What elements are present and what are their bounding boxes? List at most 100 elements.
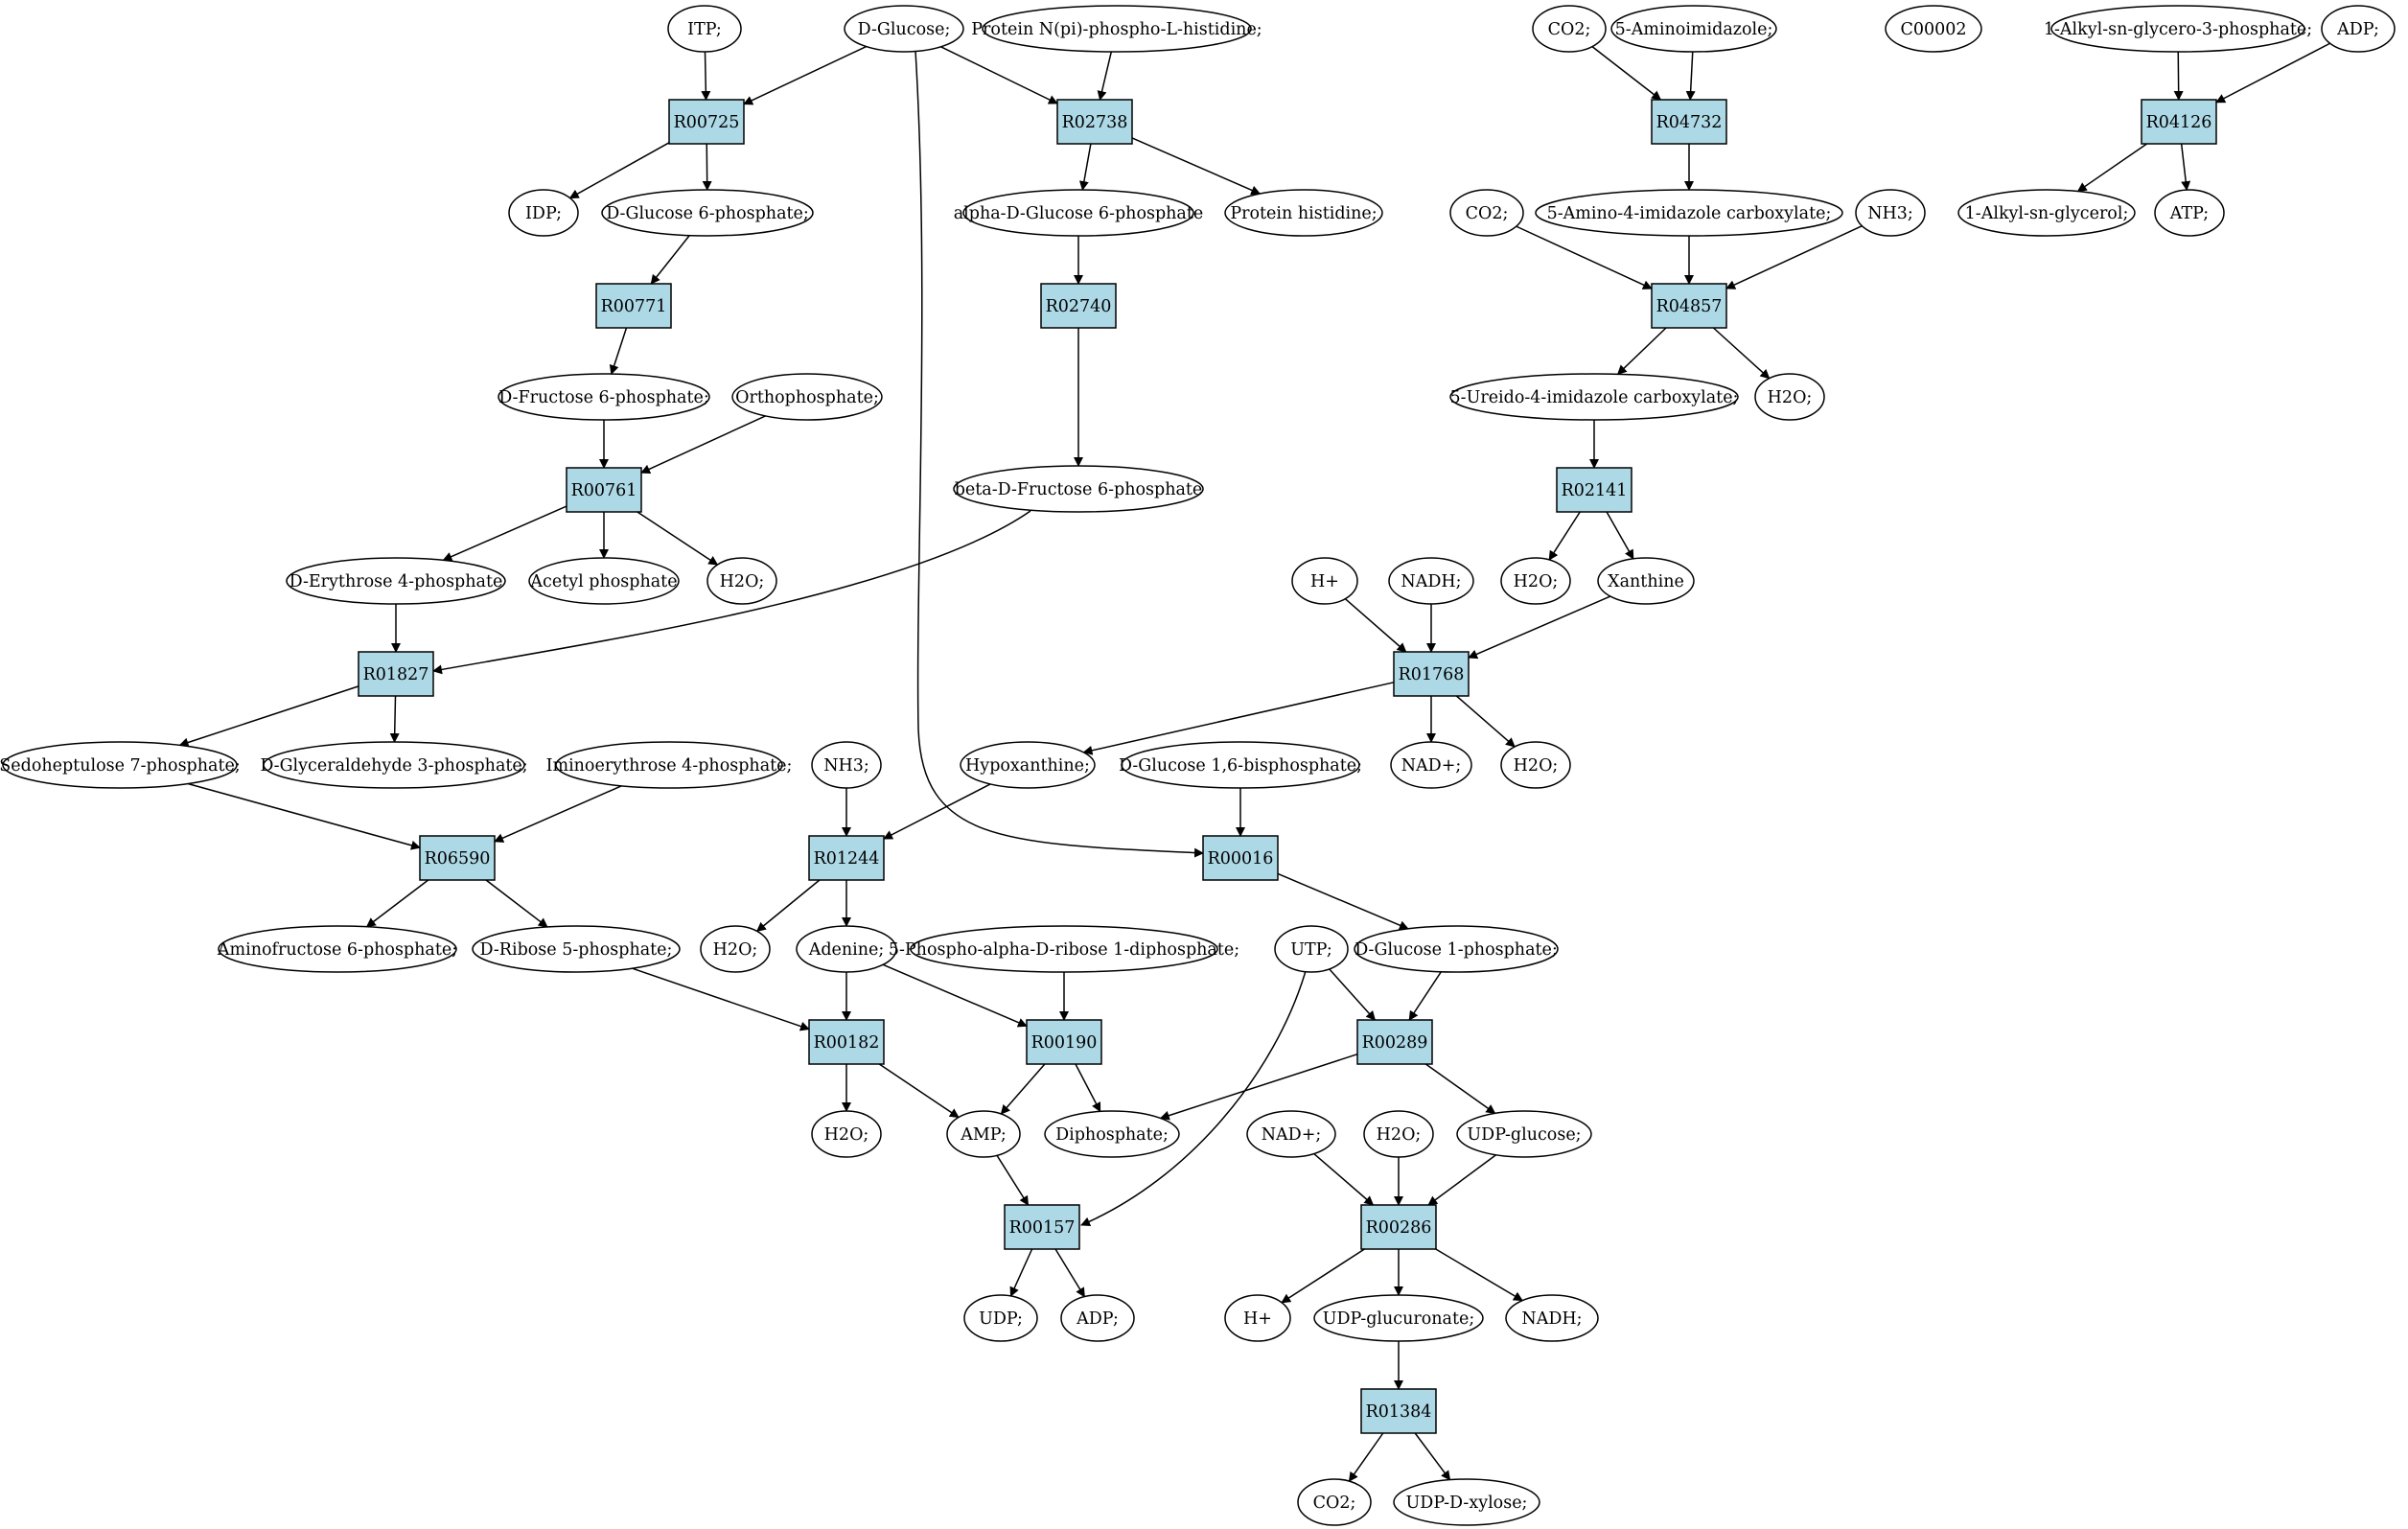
reaction-r00182[interactable]: R00182 — [808, 1019, 885, 1065]
reaction-r02141[interactable]: R02141 — [1556, 467, 1632, 513]
metabolite-co2-c[interactable]: CO2; — [1297, 1478, 1372, 1526]
metabolite-label: 5-Ureido-4-imidazole carboxylate; — [1450, 388, 1739, 407]
metabolite-label: H2O; — [1514, 756, 1559, 776]
edge-r00286-to-h_b — [1281, 1248, 1365, 1304]
metabolite-co2-b[interactable]: CO2; — [1449, 189, 1524, 237]
metabolite-h2o-a[interactable]: H2O; — [1754, 373, 1825, 421]
metabolite-erythrose-4p[interactable]: D-Erythrose 4-phosphate — [286, 557, 506, 605]
metabolite-alkyl-glycerophosphate[interactable]: 1-Alkyl-sn-glycero-3-phosphate; — [2044, 5, 2312, 53]
metabolite-label: NADH; — [1401, 572, 1461, 591]
metabolite-sedoheptulose-7p[interactable]: Sedoheptulose 7-phosphate; — [0, 741, 241, 789]
metabolite-h2o-b[interactable]: H2O; — [706, 557, 777, 605]
edge-iminoerythrose_4p-to-r06590 — [494, 785, 622, 843]
reaction-r02740[interactable]: R02740 — [1040, 283, 1117, 329]
reaction-r02738[interactable]: R02738 — [1056, 99, 1133, 145]
reaction-r00157[interactable]: R00157 — [1004, 1204, 1080, 1250]
metabolite-alkyl-glycerol[interactable]: 1-Alkyl-sn-glycerol; — [1957, 189, 2136, 237]
edge-sedoheptulose_7p-to-r06590 — [187, 782, 421, 850]
metabolite-aminofructose-6p[interactable]: Aminofructose 6-phosphate; — [217, 925, 457, 973]
metabolite-nh3-b[interactable]: NH3; — [811, 741, 882, 789]
metabolite-alpha-glucose-6p[interactable]: alpha-D-Glucose 6-phosphate — [954, 189, 1204, 237]
metabolite-acetyl-phosphate[interactable]: Acetyl phosphate — [528, 557, 680, 605]
metabolite-label: C00002 — [1900, 20, 1966, 39]
metabolite-h2o-g[interactable]: H2O; — [1363, 1110, 1434, 1158]
metabolite-label: D-Glucose; — [858, 20, 951, 39]
metabolite-label: AMP; — [960, 1125, 1007, 1145]
metabolite-atp[interactable]: ATP; — [2154, 189, 2225, 237]
metabolite-h-b[interactable]: H+ — [1224, 1294, 1291, 1342]
metabolite-nad-b[interactable]: NAD+; — [1246, 1110, 1336, 1158]
reaction-r00289[interactable]: R00289 — [1356, 1019, 1433, 1065]
metabolite-orthophosphate[interactable]: Orthophosphate; — [731, 373, 883, 421]
metabolite-ribose-5p[interactable]: D-Ribose 5-phosphate; — [472, 925, 681, 973]
metabolite-udp-glucuronate[interactable]: UDP-glucuronate; — [1313, 1294, 1484, 1342]
reaction-shape — [2141, 99, 2217, 145]
metabolite-hypoxanthine[interactable]: Hypoxanthine; — [960, 741, 1096, 789]
metabolite-d-glucose[interactable]: D-Glucose; — [844, 5, 964, 53]
reaction-r00190[interactable]: R00190 — [1026, 1019, 1102, 1065]
metabolite-adenine[interactable]: Adenine; — [796, 925, 897, 973]
metabolite-beta-fructose-6p[interactable]: beta-D-Fructose 6-phosphate — [953, 465, 1204, 513]
edge-r01827-to-glyceraldehyde_3p — [389, 695, 400, 743]
metabolite-d-glucose-6p[interactable]: D-Glucose 6-phosphate; — [601, 189, 814, 237]
metabolite-label: H+ — [1310, 572, 1339, 591]
reaction-shape — [1056, 99, 1133, 145]
reaction-label: R06590 — [425, 849, 491, 869]
metabolite-protein-histidine[interactable]: Protein histidine; — [1224, 189, 1383, 237]
metabolite-amino-imidazole-carboxylate[interactable]: 5-Amino-4-imidazole carboxylate; — [1535, 189, 1843, 237]
metabolite-label: beta-D-Fructose 6-phosphate — [955, 480, 1203, 499]
reaction-r00286[interactable]: R00286 — [1360, 1204, 1437, 1250]
metabolite-diphosphate[interactable]: Diphosphate; — [1044, 1110, 1180, 1158]
metabolite-glucose-1p[interactable]: D-Glucose 1-phosphate; — [1354, 925, 1559, 973]
metabolite-glucose-16bp[interactable]: D-Glucose 1,6-bisphosphate; — [1119, 741, 1362, 789]
metabolite-h2o-d[interactable]: H2O; — [1500, 741, 1571, 789]
reaction-r00016[interactable]: R00016 — [1202, 835, 1279, 881]
reaction-r01827[interactable]: R01827 — [358, 651, 434, 697]
reaction-r00771[interactable]: R00771 — [595, 283, 672, 329]
metabolite-fructose-6p[interactable]: D-Fructose 6-phosphate; — [498, 373, 710, 421]
metabolite-itp[interactable]: ITP; — [667, 5, 742, 53]
edge-d_glucose_6p-to-r00771 — [650, 235, 690, 285]
reaction-r06590[interactable]: R06590 — [419, 835, 496, 881]
reaction-r01384[interactable]: R01384 — [1360, 1388, 1437, 1434]
reaction-r00725[interactable]: R00725 — [668, 99, 745, 145]
edge-r02141-to-xanthine — [1606, 511, 1634, 560]
metabolite-glyceraldehyde-3p[interactable]: D-Glyceraldehyde 3-phosphate; — [260, 741, 528, 789]
metabolite-h-a[interactable]: H+ — [1291, 557, 1358, 605]
metabolite-iminoerythrose-4p[interactable]: Iminoerythrose 4-phosphate; — [546, 741, 793, 789]
reaction-r04857[interactable]: R04857 — [1651, 283, 1727, 329]
metabolite-nh3-a[interactable]: NH3; — [1855, 189, 1926, 237]
edge-r02738-to-alpha_glucose_6p — [1078, 143, 1092, 191]
metabolite-ureido-imidazole-carboxylate[interactable]: 5-Ureido-4-imidazole carboxylate; — [1449, 373, 1739, 421]
metabolite-prpp[interactable]: 5-Phospho-alpha-D-ribose 1-diphosphate; — [889, 925, 1239, 973]
metabolite-idp[interactable]: IDP; — [508, 189, 579, 237]
metabolite-shape — [962, 189, 1194, 237]
metabolite-udp-xylose[interactable]: UDP-D-xylose; — [1393, 1478, 1540, 1526]
metabolite-nad-a[interactable]: NAD+; — [1390, 741, 1472, 789]
metabolite-utp[interactable]: UTP; — [1274, 925, 1349, 973]
edge-r04857-to-ureido_imidazole_carboxylate — [1616, 327, 1667, 376]
metabolite-h2o-e[interactable]: H2O; — [700, 925, 771, 973]
metabolite-protein-phosphohistidine[interactable]: Protein N(pi)-phospho-L-histidine; — [971, 5, 1262, 53]
metabolite-nadh-b[interactable]: NADH; — [1505, 1294, 1599, 1342]
edge-r00190-to-diphosphate — [1075, 1063, 1101, 1113]
metabolite-h2o-f[interactable]: H2O; — [811, 1110, 882, 1158]
metabolite-label: Xanthine — [1608, 572, 1684, 591]
reaction-r01768[interactable]: R01768 — [1393, 651, 1470, 697]
metabolite-udp-glucose[interactable]: UDP-glucose; — [1456, 1110, 1592, 1158]
metabolite-nadh-a[interactable]: NADH; — [1388, 557, 1474, 605]
metabolite-xanthine[interactable]: Xanthine — [1597, 557, 1695, 605]
metabolite-c00002[interactable]: C00002 — [1885, 5, 1982, 53]
metabolite-adp-a[interactable]: ADP; — [2321, 5, 2396, 53]
metabolite-udp[interactable]: UDP; — [963, 1294, 1038, 1342]
metabolite-amp[interactable]: AMP; — [946, 1110, 1021, 1158]
reaction-r01244[interactable]: R01244 — [808, 835, 885, 881]
reaction-r04732[interactable]: R04732 — [1651, 99, 1727, 145]
metabolite-h2o-c[interactable]: H2O; — [1500, 557, 1571, 605]
metabolite-aminoimidazole[interactable]: 5-Aminoimidazole; — [1610, 5, 1777, 53]
metabolite-shape — [1246, 1110, 1336, 1158]
metabolite-adp-b[interactable]: ADP; — [1060, 1294, 1135, 1342]
reaction-r00761[interactable]: R00761 — [566, 467, 642, 513]
reaction-r04126[interactable]: R04126 — [2141, 99, 2217, 145]
metabolite-co2-a[interactable]: CO2; — [1532, 5, 1607, 53]
